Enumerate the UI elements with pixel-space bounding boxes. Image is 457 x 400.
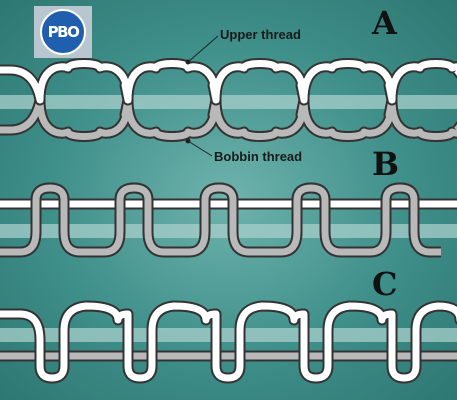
upper-thread-a xyxy=(0,58,457,106)
bobbin-loop-b-4-fill xyxy=(382,184,418,215)
bobbin-loop-b-1-fill xyxy=(116,184,152,215)
bobbin-thread-leader xyxy=(187,140,213,157)
panel-label-a: A xyxy=(372,4,397,42)
logo-text: PBO xyxy=(47,23,80,41)
panel-label-c: C xyxy=(372,265,398,303)
fabric-band-c xyxy=(0,328,457,342)
bobbin-loop-b-1 xyxy=(114,182,154,215)
bobbin-loop-b-3 xyxy=(291,182,331,215)
bobbin-thread-a-fill xyxy=(0,96,457,140)
bobbin-loop-b-3-fill xyxy=(293,184,329,215)
upper-thread-leader-dot xyxy=(185,59,191,65)
panel-label-b: B xyxy=(372,145,400,183)
bobbin-loop-b-2 xyxy=(199,182,239,215)
bobbin-loop-b-2-fill xyxy=(201,184,237,215)
bobbin-thread-label: Bobbin thread xyxy=(214,149,303,164)
bobbin-loop-b-0-fill xyxy=(32,184,68,215)
upper-thread-label: Upper thread xyxy=(220,27,301,42)
logo-circle: PBO xyxy=(40,9,86,55)
upper-thread-c xyxy=(0,300,457,384)
bobbin-loop-b-0 xyxy=(30,182,70,215)
bobbin-thread-leader-dot xyxy=(185,138,191,144)
fabric-band-a xyxy=(0,95,457,109)
upper-thread-c-fill xyxy=(0,302,457,382)
pbo-logo-icon: PBO xyxy=(34,6,92,58)
bobbin-thread-a xyxy=(0,94,457,142)
upper-thread-a-fill xyxy=(0,60,457,104)
upper-thread-leader xyxy=(187,35,219,63)
bobbin-loop-b-4 xyxy=(380,182,420,215)
